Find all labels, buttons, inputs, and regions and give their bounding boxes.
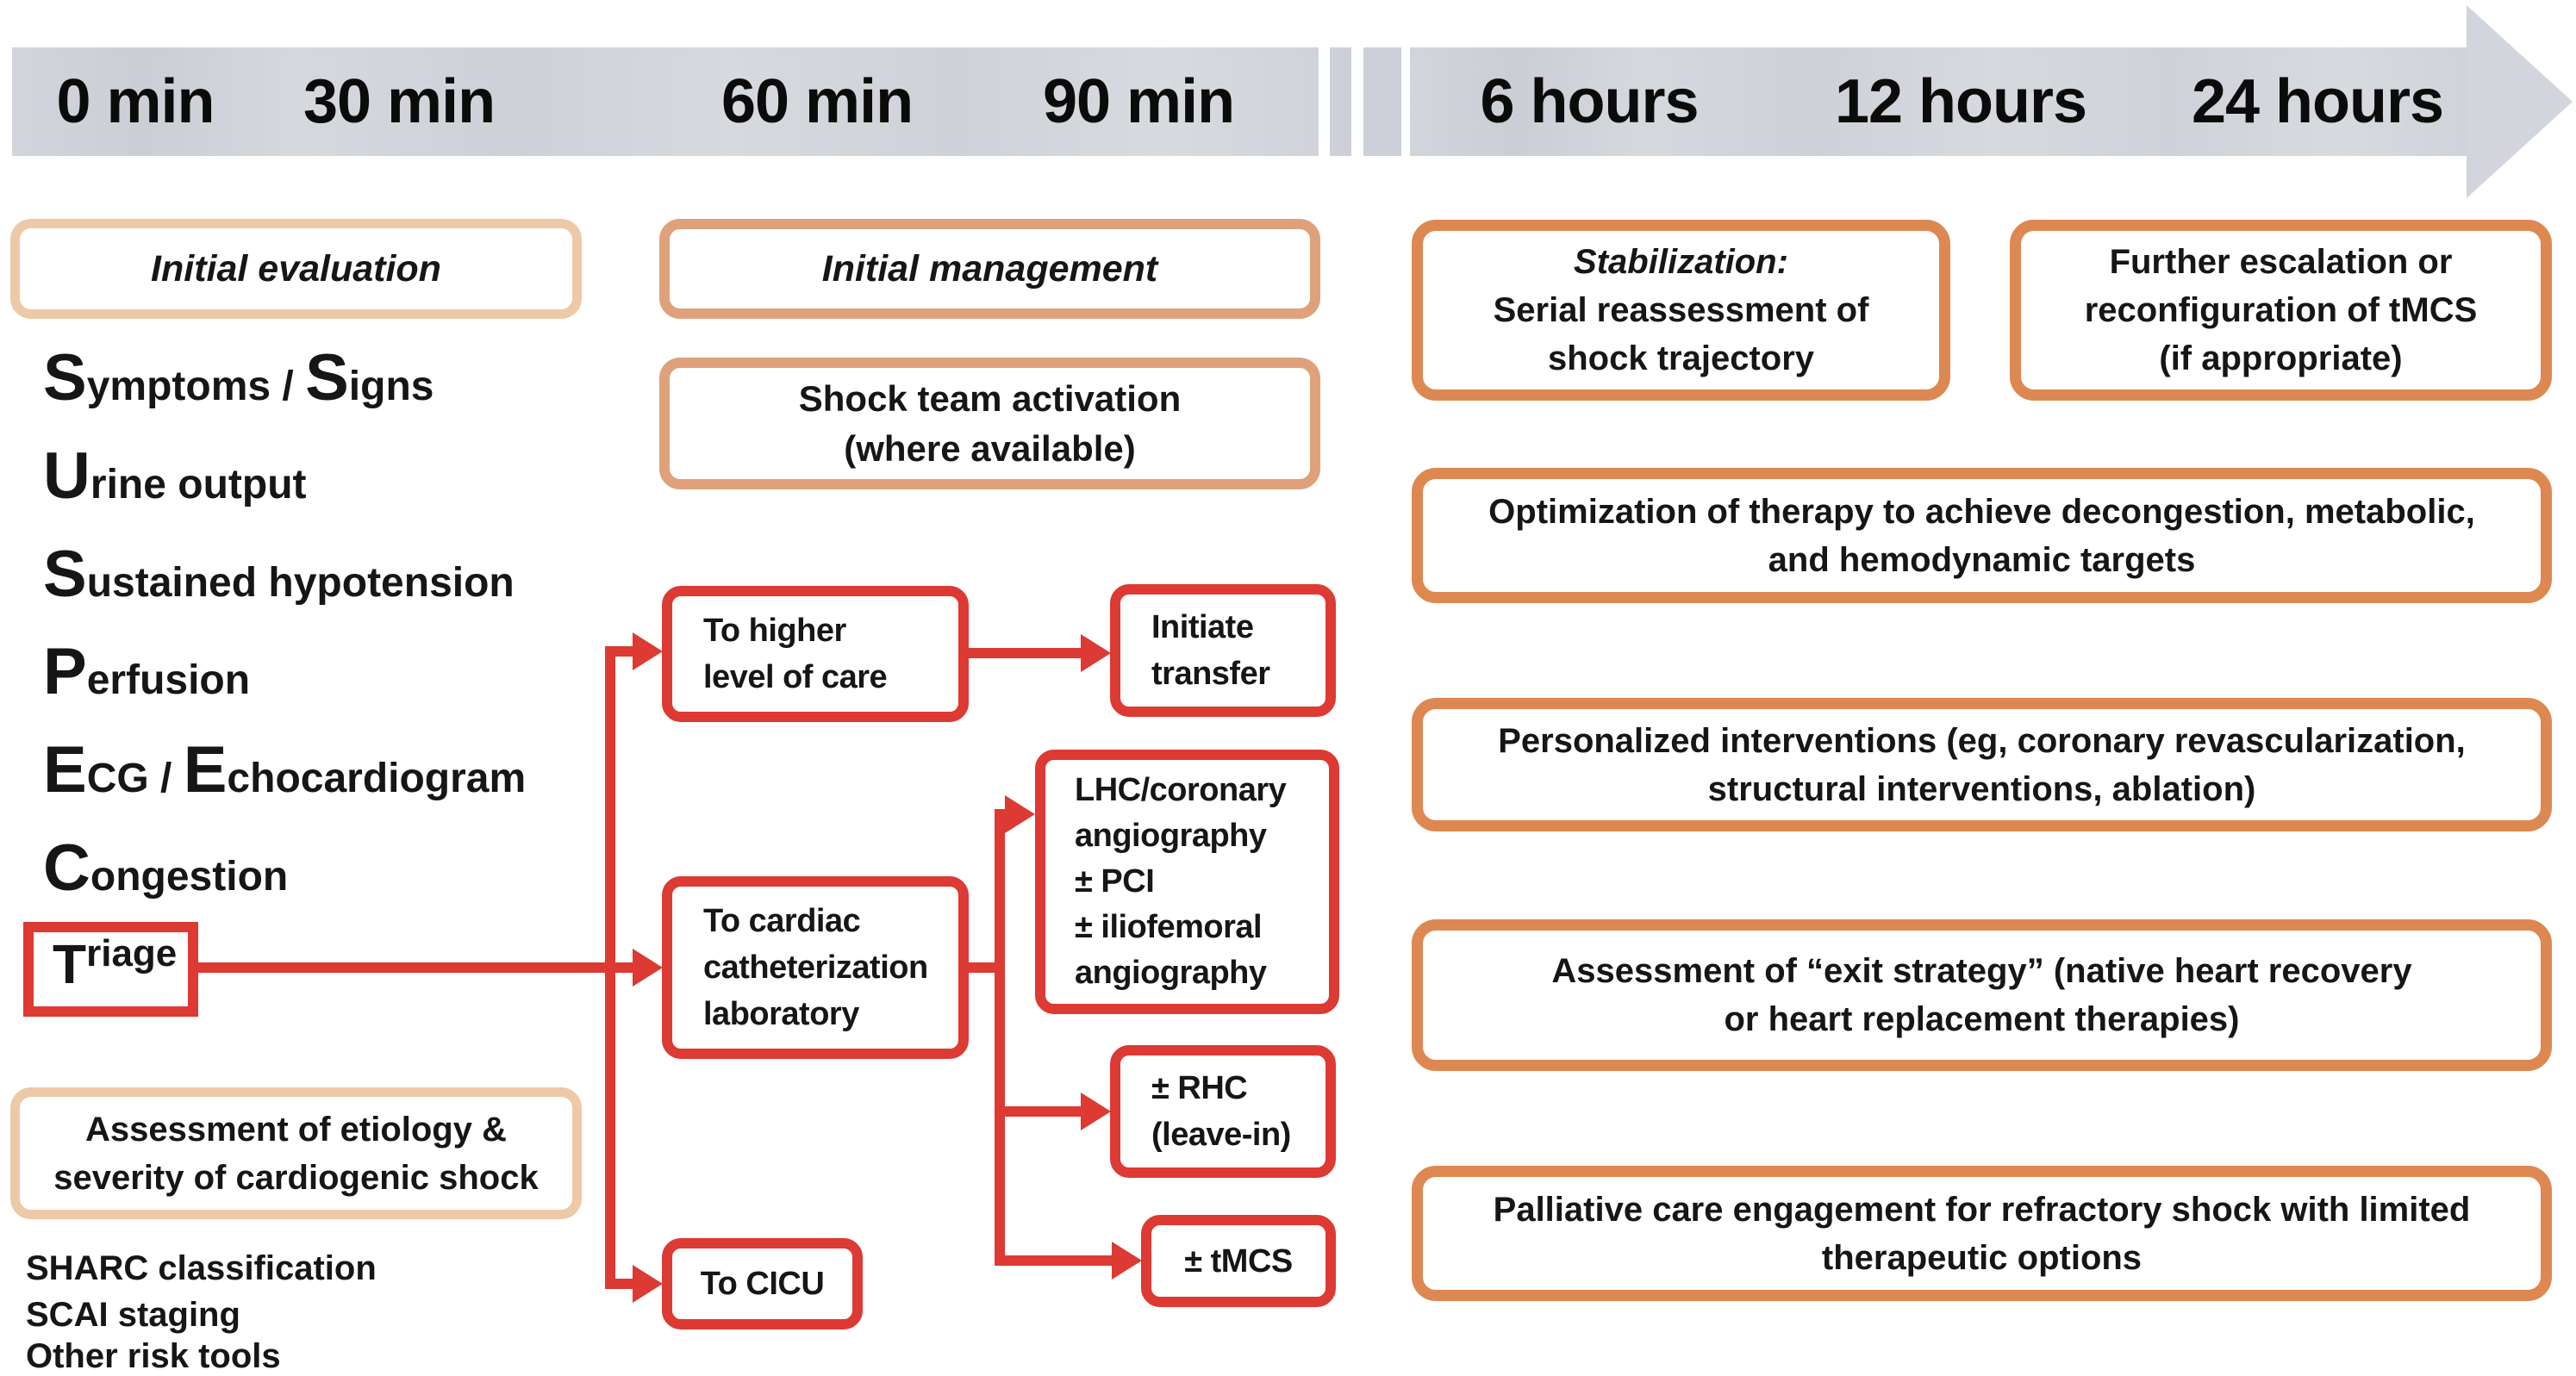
to-higher-level-of-care-box: To higher level of care bbox=[662, 586, 969, 722]
lead-letter: E bbox=[43, 733, 87, 806]
list-item-congestion: Congestion bbox=[43, 831, 289, 905]
lead-letter: S bbox=[43, 538, 87, 611]
timeline-arrowhead-icon bbox=[2467, 5, 2573, 198]
arrow-to-cicu-icon bbox=[633, 1265, 663, 1303]
personalized-interventions-box: Personalized interventions (eg, coronary… bbox=[1412, 698, 2552, 831]
timeline-label-12hours: 12 hours bbox=[1834, 67, 2087, 136]
to-cardiac-cath-lab-box: To cardiac catheterization laboratory bbox=[662, 876, 969, 1059]
lead-letter: S bbox=[305, 341, 349, 414]
lead-letter: E bbox=[183, 733, 228, 806]
arrow-to-cath-icon bbox=[633, 949, 663, 987]
shock-team-activation-box: Shock team activation (where available) bbox=[659, 358, 1320, 489]
timeline-bar-right-segment bbox=[1410, 47, 2467, 156]
exit-strategy-box: Assessment of “exit strategy” (native he… bbox=[1412, 919, 2552, 1071]
connector-tmcs-line bbox=[1005, 1255, 1113, 1266]
list-item-sustained-hypotension: Sustained hypotension bbox=[43, 538, 515, 611]
arrow-lhc-icon bbox=[1005, 795, 1035, 833]
assessment-line2: severity of cardiogenic shock bbox=[53, 1158, 539, 1197]
initial-management-box: Initial management bbox=[659, 219, 1320, 319]
risk-tool-scai: SCAI staging bbox=[26, 1296, 240, 1334]
connector-rhc-line bbox=[1005, 1106, 1082, 1117]
timeline-label-90min: 90 min bbox=[1042, 67, 1235, 136]
connector-to-higher-line bbox=[605, 646, 634, 657]
assessment-etiology-box: Assessment of etiology & severity of car… bbox=[10, 1087, 582, 1219]
assessment-line1: Assessment of etiology & bbox=[84, 1110, 507, 1149]
timeline-label-60min: 60 min bbox=[720, 67, 914, 136]
lead-letter: U bbox=[43, 439, 90, 513]
lead-letter: P bbox=[43, 635, 87, 708]
list-item-urine-output: Urine output bbox=[43, 439, 307, 513]
palliative-care-box: Palliative care engagement for refractor… bbox=[1412, 1166, 2552, 1301]
lead-letter: T bbox=[53, 933, 87, 995]
arrow-to-higher-icon bbox=[633, 632, 663, 670]
arrow-initiate-transfer-icon bbox=[1081, 634, 1111, 672]
timeline-label-24hours: 24 hours bbox=[2191, 67, 2444, 136]
timeline-label-30min: 30 min bbox=[303, 67, 496, 136]
risk-tool-other: Other risk tools bbox=[26, 1337, 281, 1375]
timeline-label-0min: 0 min bbox=[56, 67, 215, 136]
list-item-symptoms-signs: Symptoms / Signs bbox=[43, 341, 434, 414]
initial-evaluation-box: Initial evaluation bbox=[10, 219, 582, 319]
list-item-ecg-echocardiogram: ECG / Echocardiogram bbox=[43, 733, 527, 806]
connector-cath-vertical bbox=[995, 809, 1005, 1266]
timeline-break-stripe bbox=[1363, 47, 1401, 156]
connector-branch-vertical bbox=[605, 646, 615, 1289]
shock-team-line2: (where available) bbox=[844, 427, 1136, 469]
lhc-coronary-angiography-box: LHC/coronary angiography ± PCI ± iliofem… bbox=[1035, 750, 1339, 1014]
to-cicu-box: To CICU bbox=[662, 1238, 863, 1329]
lead-letter: S bbox=[43, 341, 87, 414]
tmcs-box: ± tMCS bbox=[1141, 1215, 1336, 1307]
further-escalation-box: Further escalation or reconfiguration of… bbox=[2010, 220, 2552, 401]
connector-triage-line bbox=[198, 962, 634, 973]
arrow-tmcs-icon bbox=[1112, 1242, 1142, 1279]
initial-management-title: Initial management bbox=[821, 247, 1158, 290]
connector-transfer-line bbox=[969, 648, 1082, 658]
initial-evaluation-title: Initial evaluation bbox=[151, 247, 441, 290]
initiate-transfer-box: Initiate transfer bbox=[1110, 584, 1336, 717]
list-item-perfusion: Perfusion bbox=[43, 635, 251, 708]
stabilization-box: Stabilization: Serial reassessment of sh… bbox=[1412, 220, 1950, 401]
risk-tool-sharc: SHARC classification bbox=[26, 1249, 377, 1287]
arrow-rhc-icon bbox=[1081, 1093, 1111, 1130]
optimization-box: Optimization of therapy to achieve decon… bbox=[1412, 468, 2552, 603]
timeline-bar-left-segment bbox=[12, 47, 1319, 156]
rhc-leave-in-box: ± RHC (leave-in) bbox=[1110, 1045, 1336, 1178]
timeline-label-6hours: 6 hours bbox=[1480, 67, 1699, 136]
shock-team-line1: Shock team activation bbox=[798, 377, 1182, 419]
connector-to-cicu-line bbox=[605, 1279, 634, 1289]
lead-letter: C bbox=[43, 831, 90, 905]
timeline-break-stripe bbox=[1330, 47, 1351, 156]
